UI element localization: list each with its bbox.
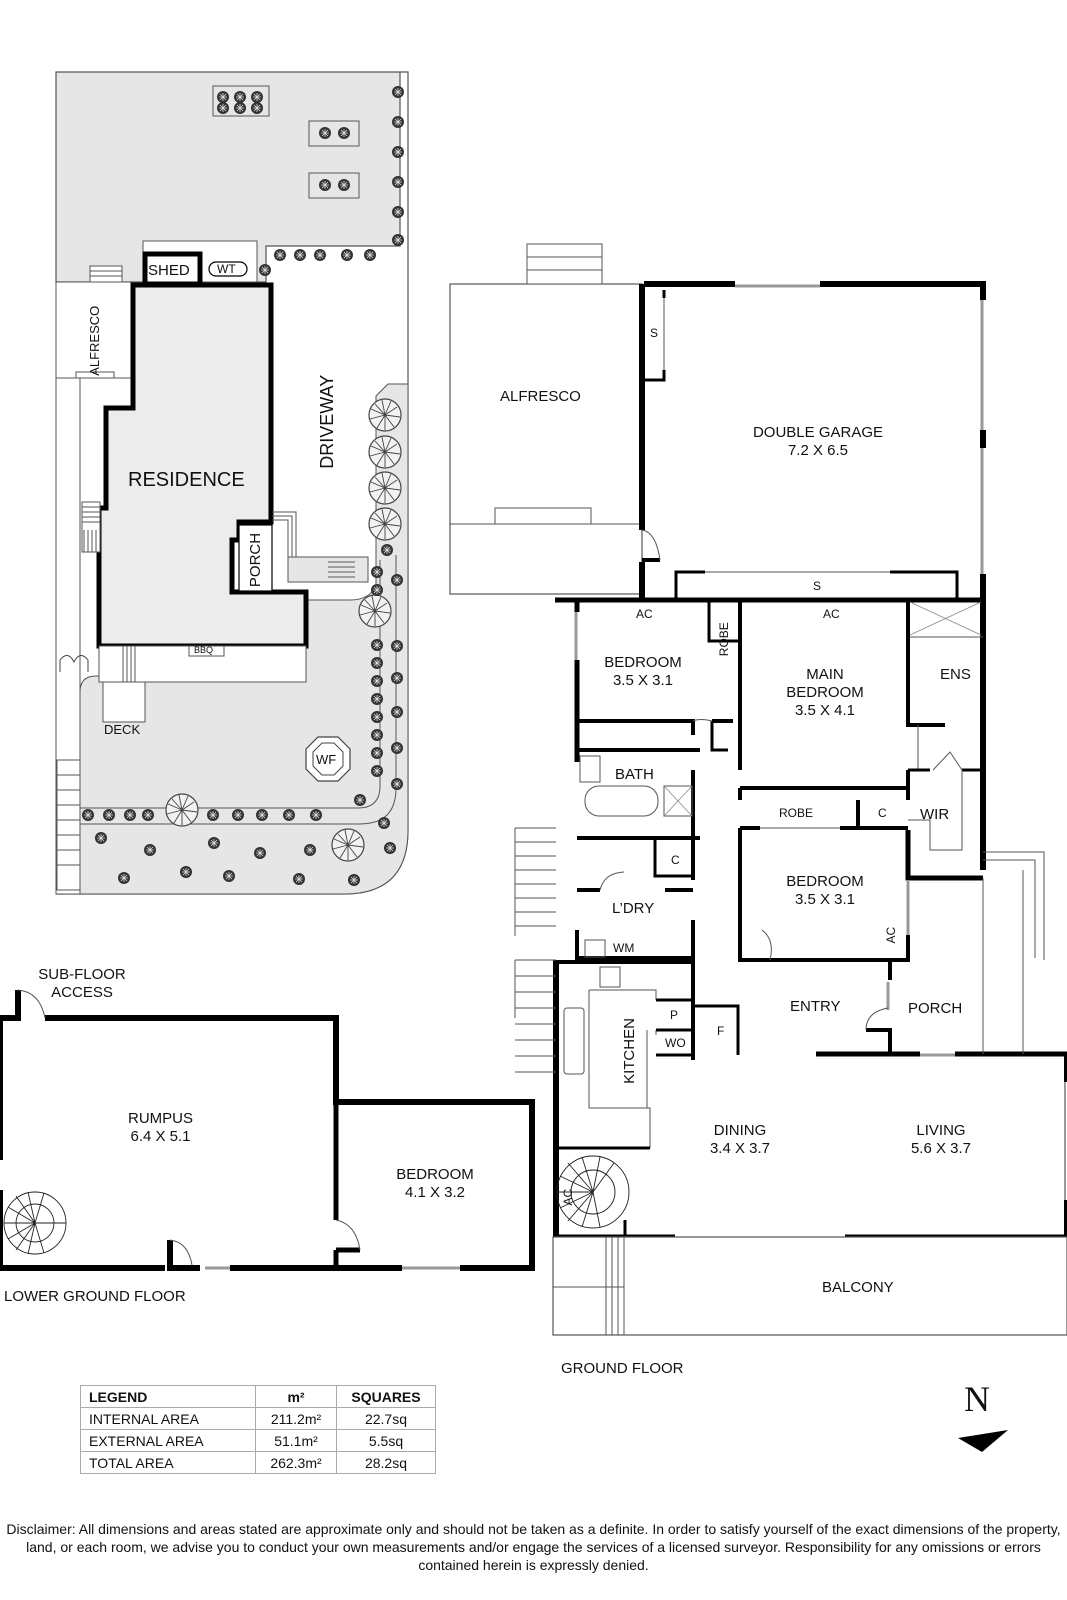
disclaimer-text: Disclaimer: All dimensions and areas sta… — [6, 1521, 1061, 1573]
room-laundry: L’DRY — [612, 900, 655, 917]
legend-header-label: LEGEND — [80, 1385, 256, 1408]
room-double-garage-name: DOUBLE GARAGE — [752, 424, 884, 441]
room-garage-storage-2: S — [813, 579, 822, 593]
ac-label-4: AC — [561, 1188, 576, 1206]
legend-row-label: EXTERNAL AREA — [80, 1429, 256, 1452]
room-robe-2: ROBE — [779, 806, 814, 820]
room-kitchen: KITCHEN — [621, 1018, 638, 1084]
room-wir: WIR — [920, 806, 950, 823]
room-lower-bedroom-dims: 4.1 X 3.2 — [404, 1184, 466, 1201]
legend-row-squares: 28.2sq — [336, 1451, 436, 1474]
room-bath: BATH — [615, 766, 654, 783]
room-porch: PORCH — [908, 1000, 963, 1017]
room-lower-bedroom-name: BEDROOM — [396, 1166, 474, 1183]
room-alfresco: ALFRESCO — [500, 388, 581, 405]
legend-row: EXTERNAL AREA 51.1m² 5.5sq — [80, 1429, 436, 1452]
room-entry: ENTRY — [790, 998, 841, 1015]
room-bedroom-1-dims: 3.5 X 3.1 — [612, 672, 674, 689]
legend-header-m2: m² — [255, 1385, 337, 1408]
room-living: LIVING 5.6 X 3.7 — [901, 1122, 981, 1158]
subfloor-access-label: SUB-FLOOR ACCESS — [34, 966, 130, 1002]
room-dining: DINING 3.4 X 3.7 — [700, 1122, 780, 1158]
subfloor-access-line2: ACCESS — [51, 984, 113, 1001]
room-washing-machine: WM — [613, 941, 635, 955]
room-main-bedroom-line1: MAIN — [806, 666, 844, 683]
room-bedroom-1-name: BEDROOM — [604, 654, 682, 671]
site-deck-label: DECK — [104, 722, 141, 737]
room-dining-dims: 3.4 X 3.7 — [709, 1140, 771, 1157]
area-legend-table: LEGEND m² SQUARES INTERNAL AREA 211.2m² … — [80, 1385, 436, 1474]
site-water-feature-label: WF — [316, 752, 337, 767]
room-fridge: F — [717, 1024, 725, 1038]
site-alfresco-label: ALFRESCO — [87, 305, 103, 376]
legend-row-m2: 51.1m² — [255, 1429, 337, 1452]
room-wall-oven: WO — [665, 1036, 686, 1050]
ground-floor-plan — [449, 243, 1067, 1336]
room-living-name: LIVING — [916, 1122, 966, 1139]
site-shed-label: SHED — [148, 262, 190, 279]
legend-row-squares: 5.5sq — [336, 1429, 436, 1452]
legend-row-squares: 22.7sq — [336, 1407, 436, 1430]
room-rumpus-name: RUMPUS — [128, 1110, 194, 1127]
room-ensuite: ENS — [940, 666, 971, 683]
legend-row-m2: 262.3m² — [255, 1451, 337, 1474]
subfloor-access-line1: SUB-FLOOR — [38, 966, 126, 983]
room-balcony: BALCONY — [822, 1279, 894, 1296]
room-dining-name: DINING — [713, 1122, 767, 1139]
site-porch-label: PORCH — [247, 532, 264, 588]
north-compass-label: N — [964, 1379, 990, 1419]
legend-row: INTERNAL AREA 211.2m² 22.7sq — [80, 1407, 436, 1430]
site-driveway-label: DRIVEWAY — [317, 374, 338, 469]
site-water-tank-label: WT — [217, 262, 236, 276]
room-main-bedroom: MAIN BEDROOM 3.5 X 4.1 — [780, 666, 870, 720]
room-double-garage-dims: 7.2 X 6.5 — [787, 442, 849, 459]
room-cupboard-2: C — [671, 853, 680, 867]
legend-row-m2: 211.2m² — [255, 1407, 337, 1430]
ac-label-2: AC — [823, 607, 840, 621]
north-arrow-icon — [958, 1430, 1008, 1452]
room-garage-storage-1: S — [650, 326, 659, 340]
room-double-garage: DOUBLE GARAGE 7.2 X 6.5 — [748, 424, 888, 460]
room-cupboard-1: C — [878, 806, 887, 820]
ac-label-1: AC — [636, 607, 653, 621]
room-rumpus: RUMPUS 6.4 X 5.1 — [128, 1110, 193, 1146]
room-bedroom-2-dims: 3.5 X 3.1 — [794, 891, 856, 908]
room-pantry: P — [670, 1008, 679, 1022]
room-bedroom-1: BEDROOM 3.5 X 3.1 — [598, 654, 688, 690]
lower-ground-floor-plan — [0, 989, 535, 1271]
legend-row-label: TOTAL AREA — [80, 1451, 256, 1474]
site-bbq-label: BBQ — [194, 645, 214, 655]
legend-header-squares: SQUARES — [336, 1385, 436, 1408]
room-bedroom-2-name: BEDROOM — [786, 873, 864, 890]
lower-ground-floor-title: LOWER GROUND FLOOR — [4, 1288, 186, 1305]
legend-row-label: INTERNAL AREA — [80, 1407, 256, 1430]
site-plan — [55, 71, 409, 895]
room-rumpus-dims: 6.4 X 5.1 — [130, 1128, 191, 1145]
room-main-bedroom-line2: BEDROOM — [786, 684, 864, 701]
room-lower-bedroom: BEDROOM 4.1 X 3.2 — [390, 1166, 480, 1202]
room-bedroom-2: BEDROOM 3.5 X 3.1 — [780, 873, 870, 909]
room-robe-1: ROBE — [716, 622, 731, 657]
room-living-dims: 5.6 X 3.7 — [910, 1140, 972, 1157]
legend-header-row: LEGEND m² SQUARES — [80, 1385, 436, 1408]
legend-row: TOTAL AREA 262.3m² 28.2sq — [80, 1451, 436, 1474]
site-residence-label: RESIDENCE — [128, 469, 245, 491]
ground-floor-title: GROUND FLOOR — [561, 1360, 684, 1377]
ac-label-3: AC — [884, 926, 899, 944]
room-main-bedroom-dims: 3.5 X 4.1 — [794, 702, 856, 719]
